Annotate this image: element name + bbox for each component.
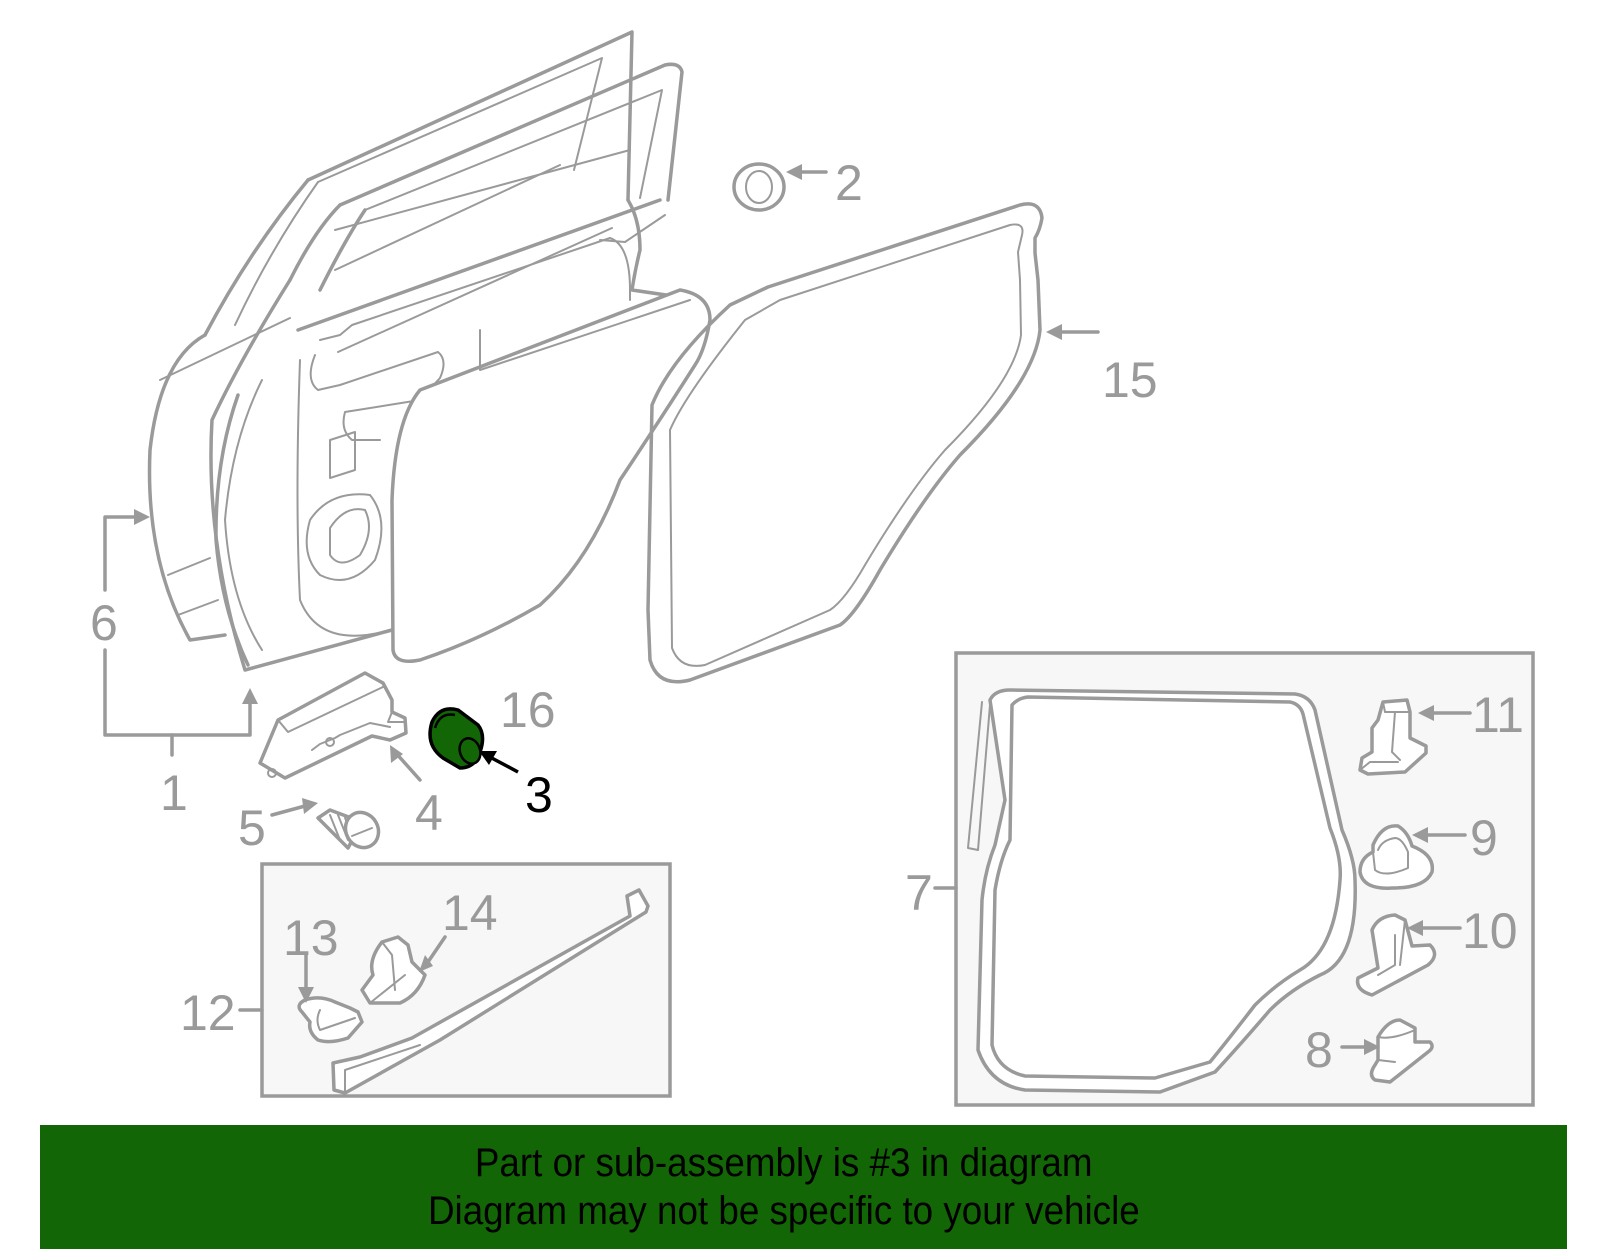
banner-part-number-text: Part or sub-assembly is #3 in diagram — [474, 1141, 1093, 1185]
callout-6: 6 — [90, 595, 118, 651]
callout-16: 16 — [500, 682, 556, 738]
weatherstrip-part-15[interactable] — [646, 202, 1100, 684]
banner-disclaimer-text: Diagram may not be specific to your vehi… — [427, 1189, 1140, 1233]
callout-15: 15 — [1102, 352, 1158, 408]
bracket-part-4[interactable] — [258, 671, 422, 782]
callout-4: 4 — [415, 785, 443, 841]
callout-10: 10 — [1462, 903, 1518, 959]
callout-2: 2 — [835, 155, 863, 211]
callout-13: 13 — [283, 910, 339, 966]
callout-labels: 6 1 2 3 4 5 15 16 12 13 14 7 11 9 10 8 — [90, 155, 1524, 1078]
callout-5: 5 — [238, 800, 266, 856]
callout-3: 3 — [525, 767, 553, 823]
kit-box-part-7[interactable] — [933, 651, 1535, 1107]
callout-bracket-6-1 — [103, 509, 258, 757]
plug-part-2[interactable] — [732, 162, 828, 212]
callout-1: 1 — [160, 765, 188, 821]
screw-part-5[interactable] — [270, 798, 385, 854]
callout-14: 14 — [442, 885, 498, 941]
callout-9: 9 — [1470, 810, 1498, 866]
callout-8: 8 — [1305, 1022, 1333, 1078]
callout-12: 12 — [180, 985, 236, 1041]
callout-7: 7 — [905, 865, 933, 921]
bumper-part-3-highlighted[interactable] — [428, 707, 519, 774]
door-shell-part-1[interactable] — [147, 30, 702, 672]
water-shield-part-16[interactable] — [390, 288, 712, 663]
part-info-banner: Part or sub-assembly is #3 in diagram Di… — [40, 1125, 1567, 1249]
kit-box-part-12[interactable] — [238, 862, 672, 1098]
callout-11: 11 — [1472, 687, 1524, 743]
